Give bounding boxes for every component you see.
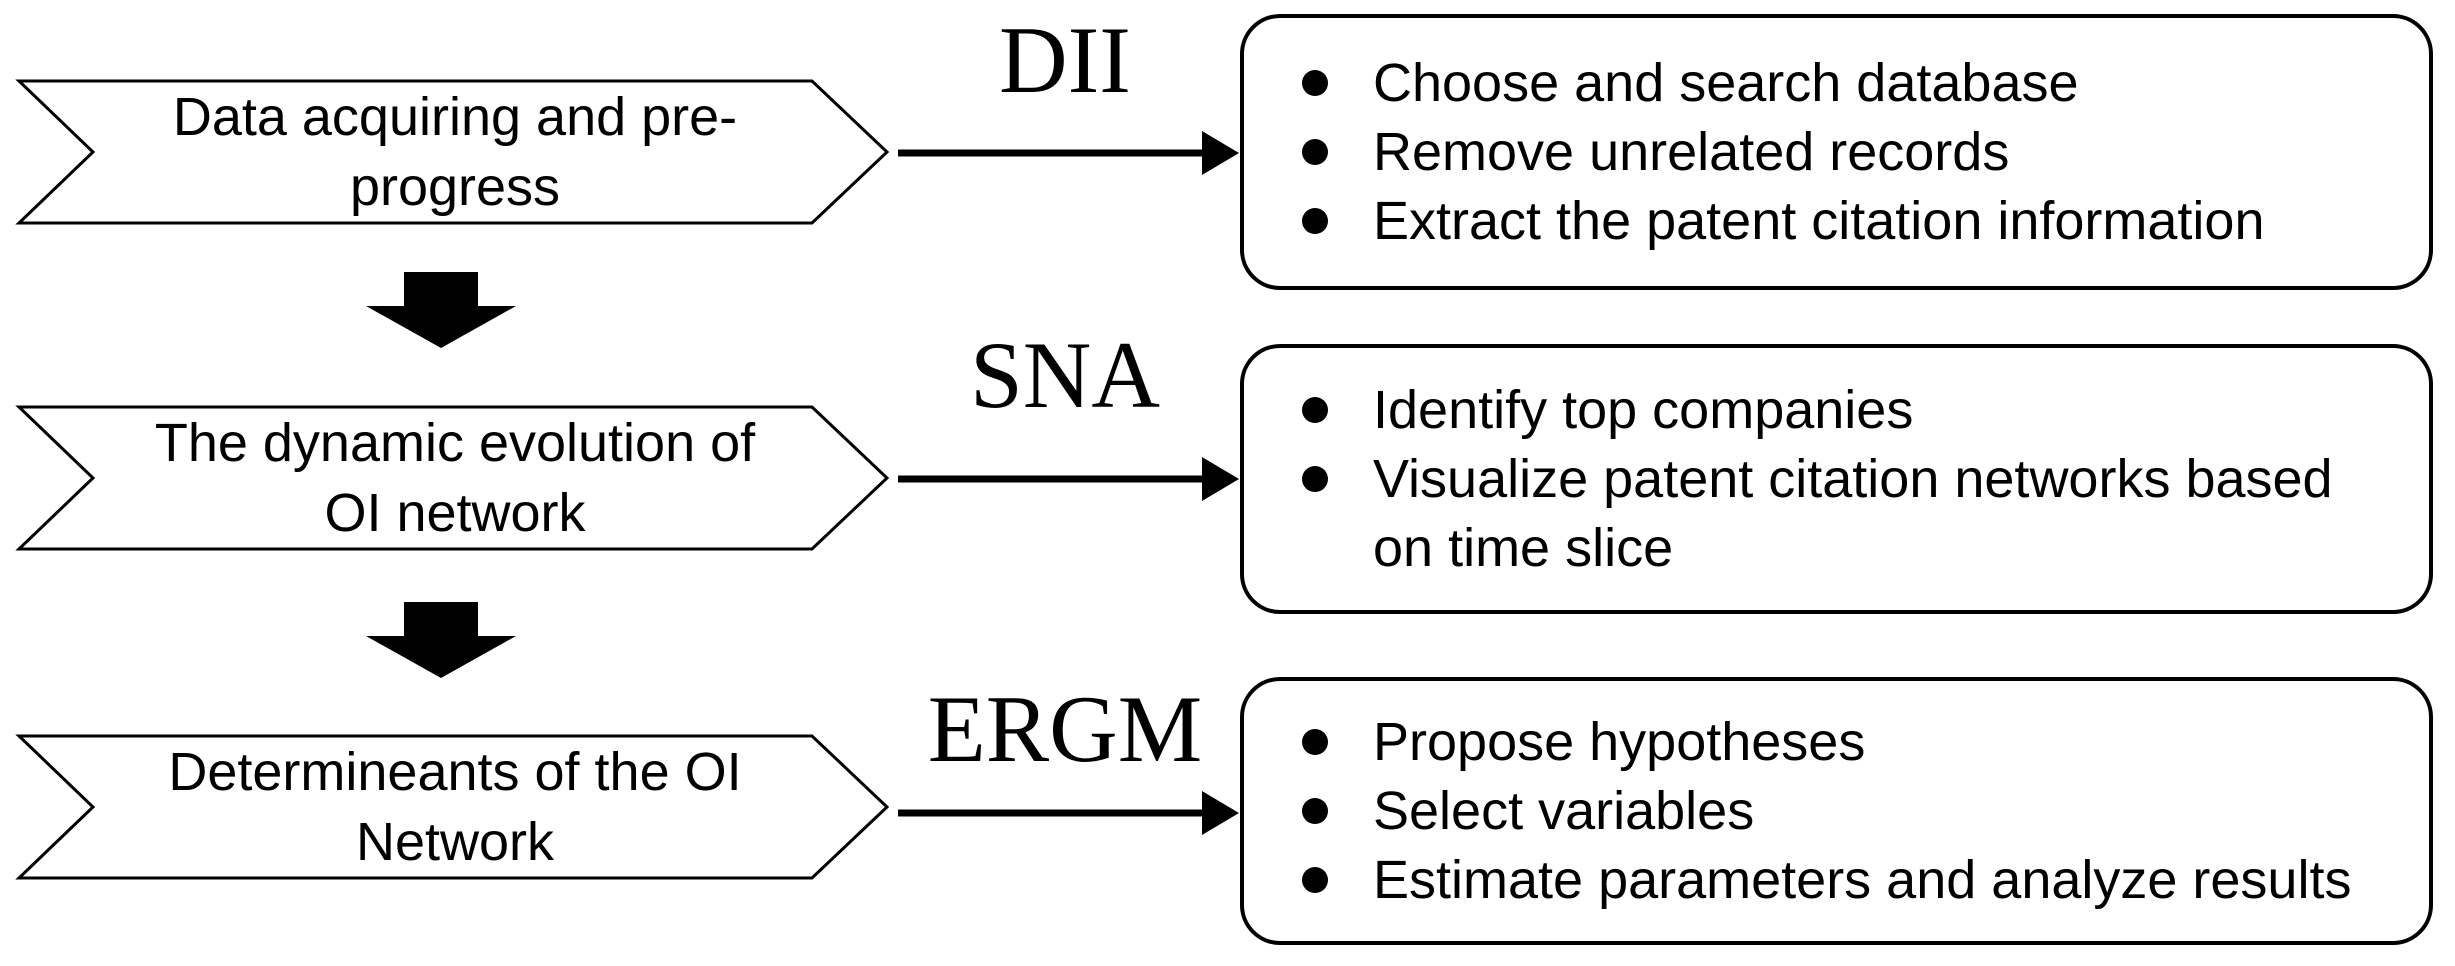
task-text: Estimate parameters and analyze results — [1373, 850, 2352, 910]
down-arrow-connector-2 — [366, 602, 516, 678]
step-banner-3-line1: Determineants of the OI — [168, 742, 742, 802]
bullet-icon — [1302, 729, 1328, 755]
task-item: Propose hypotheses — [1244, 708, 2429, 777]
task-text: Propose hypotheses — [1373, 712, 1866, 772]
task-item: Select variables — [1244, 777, 2429, 846]
step-banner-3-line2: Network — [355, 812, 555, 872]
step-banner-2-label: The dynamic evolution of OI network — [15, 403, 895, 553]
step-banner-2-line1: The dynamic evolution of — [154, 413, 756, 473]
task-item: Extract the patent citation information — [1244, 187, 2429, 256]
step-banner-2-line2: OI network — [324, 483, 586, 543]
task-box-2: Identify top companies Visualize patent … — [1240, 344, 2433, 614]
task-text: Choose and search database — [1373, 53, 2079, 113]
bullet-icon — [1302, 70, 1328, 96]
step-banner-1-line2: progress — [349, 157, 561, 217]
bullet-icon — [1302, 397, 1328, 423]
task-box-1: Choose and search database Remove unrela… — [1240, 14, 2433, 290]
task-text: Extract the patent citation information — [1373, 191, 2265, 251]
task-text: Identify top companies — [1373, 380, 1914, 440]
task-text: Select variables — [1373, 781, 1755, 841]
task-text: Remove unrelated records — [1373, 122, 2010, 182]
method-label-sna: SNA — [969, 322, 1161, 428]
task-text: Visualize patent citation networks based — [1373, 449, 2333, 509]
step-banner-2 — [15, 405, 890, 551]
task-item: Identify top companies — [1244, 376, 2429, 445]
step-banner-3-label: Determineants of the OI Network — [15, 732, 895, 882]
task-item: Visualize patent citation networks based — [1244, 445, 2429, 514]
step-banner-3 — [15, 734, 890, 880]
bullet-icon — [1302, 466, 1328, 492]
task-item: Choose and search database — [1244, 49, 2429, 118]
step-banner-1-label: Data acquiring and pre- progress — [15, 77, 895, 227]
right-arrow-connector-1 — [898, 131, 1239, 175]
task-item: on time slice — [1244, 514, 2429, 583]
down-arrow-connector-1 — [366, 272, 516, 348]
task-item: Estimate parameters and analyze results — [1244, 846, 2429, 915]
bullet-icon — [1302, 208, 1328, 234]
bullet-icon — [1302, 139, 1328, 165]
task-item: Remove unrelated records — [1244, 118, 2429, 187]
right-arrow-connector-3 — [898, 791, 1239, 835]
right-arrow-connector-2 — [898, 457, 1239, 501]
task-text: on time slice — [1373, 518, 1674, 578]
step-banner-1-line1: Data acquiring and pre- — [172, 87, 738, 147]
bullet-icon — [1302, 798, 1328, 824]
step-banner-1 — [15, 79, 890, 225]
method-label-dii: DII — [999, 7, 1131, 113]
method-label-ergm: ERGM — [927, 676, 1203, 782]
task-box-3: Propose hypotheses Select variables Esti… — [1240, 677, 2433, 945]
bullet-icon — [1302, 867, 1328, 893]
